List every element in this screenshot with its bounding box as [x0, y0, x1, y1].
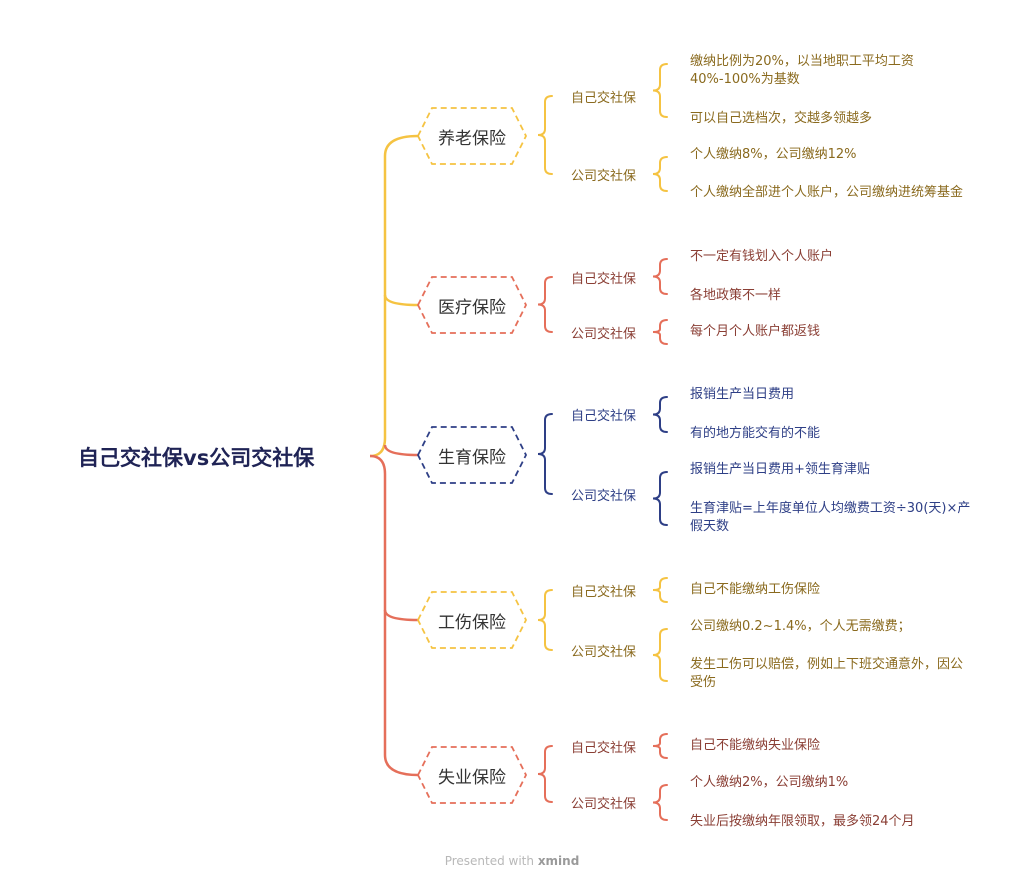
footer-brand: xmind [537, 854, 580, 868]
sub-brace-4 [537, 745, 553, 803]
leaf-text: 自己不能缴纳工伤保险 [690, 582, 821, 597]
leaf-text: 有的地方能交有的不能 [690, 426, 821, 441]
leaf-brace-0-0 [652, 63, 668, 118]
sub-label: 自己交社保 [571, 91, 637, 106]
leaf-text: 受伤 [690, 675, 717, 690]
leaf-brace-2-1 [652, 471, 668, 526]
sub-label: 自己交社保 [571, 409, 637, 424]
sub-label: 自己交社保 [571, 272, 637, 287]
sub-label: 公司交社保 [571, 327, 637, 342]
sub-brace-1 [537, 276, 553, 333]
trunk-upper-branch [369, 134, 419, 458]
leaf-brace-2-0 [652, 396, 668, 433]
leaf-brace-1-0 [652, 258, 668, 295]
leaf-hook-4-0 [652, 733, 668, 759]
leaf-brace-3-1 [652, 628, 668, 682]
leaf-hook-3-0 [652, 577, 668, 603]
leaf-text: 不一定有钱划入个人账户 [690, 249, 834, 264]
trunk-connector-1 [383, 294, 419, 307]
leaf-text: 假天数 [690, 519, 730, 534]
leaf-text: 每个月个人账户都返钱 [690, 324, 821, 339]
leaf-text: 缴纳比例为20%，以当地职工平均工资 [690, 54, 914, 69]
category-frame-4 [416, 746, 528, 804]
leaf-brace-4-1 [652, 784, 668, 821]
leaf-text: 生育津贴=上年度单位人均缴费工资÷30(天)×产 [690, 501, 971, 516]
category-label: 失业保险 [438, 768, 506, 788]
category-frame-2 [416, 426, 528, 484]
trunk-lower-branch [369, 454, 419, 777]
sub-label: 公司交社保 [571, 489, 637, 504]
footer: Presented with xmind [0, 854, 1024, 868]
sub-brace-0 [537, 95, 553, 175]
leaf-hook-1-1 [652, 319, 668, 345]
category-frame-3 [416, 591, 528, 649]
leaf-text: 40%-100%为基数 [690, 72, 800, 87]
trunk-connector-3 [383, 609, 419, 622]
category-label: 生育保险 [438, 448, 506, 468]
leaf-text: 各地政策不一样 [690, 288, 782, 303]
category-frame-0 [416, 107, 528, 165]
sub-brace-2 [537, 413, 553, 495]
sub-label: 自己交社保 [571, 585, 637, 600]
leaf-text: 发生工伤可以赔偿，例如上下班交通意外，因公 [690, 657, 964, 672]
leaf-text: 报销生产当日费用+领生育津贴 [690, 462, 870, 477]
leaf-text: 可以自己选档次，交越多领越多 [690, 111, 873, 126]
sub-label: 公司交社保 [571, 169, 637, 184]
category-label: 工伤保险 [438, 613, 506, 633]
leaf-text: 个人缴纳8%，公司缴纳12% [690, 147, 857, 162]
category-label: 养老保险 [438, 129, 506, 149]
root-topic: 自己交社保vs公司交社保 [78, 446, 315, 470]
sub-label: 公司交社保 [571, 797, 637, 812]
sub-label: 公司交社保 [571, 645, 637, 660]
leaf-text: 自己不能缴纳失业保险 [690, 738, 821, 753]
leaf-text: 个人缴纳2%，公司缴纳1% [690, 775, 849, 790]
footer-prefix: Presented with [444, 854, 534, 868]
sub-label: 自己交社保 [571, 741, 637, 756]
sub-brace-3 [537, 589, 553, 651]
category-frame-1 [416, 276, 528, 334]
leaf-brace-0-1 [652, 156, 668, 192]
category-label: 医疗保险 [438, 298, 506, 318]
leaf-text: 失业后按缴纳年限领取，最多领24个月 [690, 814, 915, 829]
trunk-connector-2 [383, 444, 419, 457]
leaf-text: 公司缴纳0.2~1.4%，个人无需缴费； [690, 619, 911, 634]
leaf-text: 报销生产当日费用 [690, 387, 795, 402]
leaf-text: 个人缴纳全部进个人账户，公司缴纳进统筹基金 [690, 185, 964, 200]
